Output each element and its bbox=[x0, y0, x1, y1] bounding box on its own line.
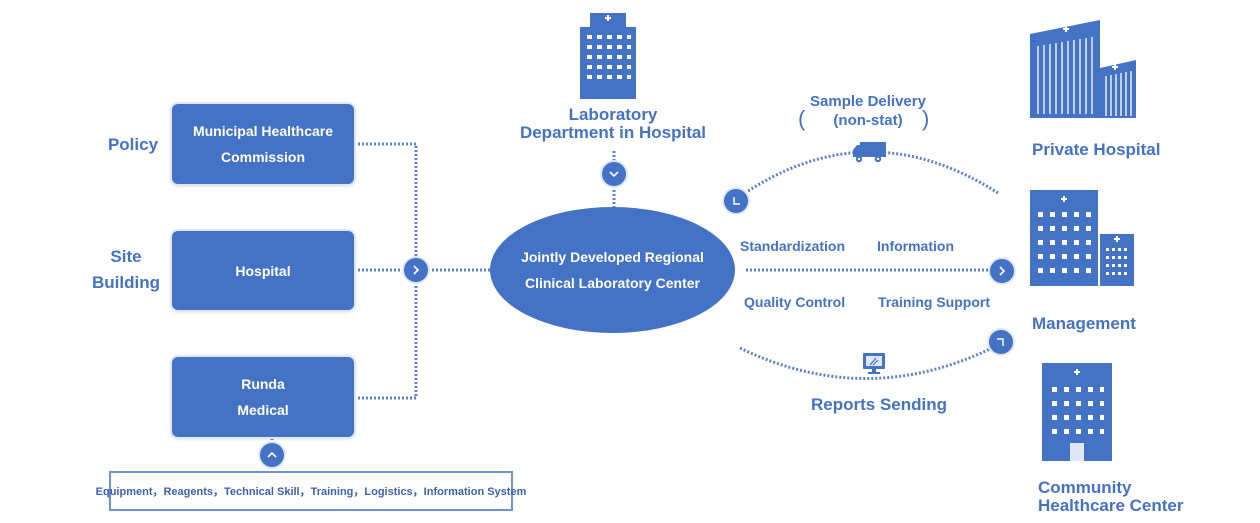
chevron-up-circle bbox=[260, 443, 284, 467]
site-label-line2: Building bbox=[92, 273, 160, 292]
community-line2: Healthcare Center bbox=[1038, 496, 1184, 515]
monitor-icon bbox=[863, 353, 885, 374]
center-line2: Clinical Laboratory Center bbox=[524, 275, 701, 291]
chevron-right-circle-left bbox=[404, 258, 428, 282]
service-training-support: Training Support bbox=[878, 294, 990, 310]
regional-lab-center: Jointly Developed Regional Clinical Labo… bbox=[490, 207, 735, 333]
runda-medical-box: Runda Medical bbox=[172, 357, 354, 437]
hospital-building-icon bbox=[1030, 190, 1134, 286]
chevron-up-icon bbox=[267, 451, 277, 458]
hospital-building-icon bbox=[1042, 363, 1112, 461]
lab-dept-line1: Laboratory bbox=[568, 105, 658, 124]
truck-icon bbox=[853, 142, 886, 163]
center-line1: Jointly Developed Regional bbox=[521, 249, 704, 265]
chevron-right-circle-right bbox=[990, 259, 1014, 283]
chevron-right-icon bbox=[413, 265, 420, 275]
municipal-commission-box: Municipal Healthcare Commission bbox=[172, 104, 354, 184]
connector-runda bbox=[354, 282, 418, 400]
municipal-line1: Municipal Healthcare bbox=[192, 123, 334, 139]
service-quality-control: Quality Control bbox=[744, 294, 846, 310]
paren-open: ( bbox=[798, 106, 806, 131]
runda-line2: Medical bbox=[237, 402, 289, 418]
connector-municipal bbox=[354, 142, 418, 270]
sample-delivery-line1: Sample Delivery bbox=[810, 93, 926, 110]
community-line1: Community bbox=[1038, 478, 1132, 497]
management-label: Management bbox=[1032, 314, 1136, 333]
chevron-right-icon bbox=[999, 266, 1006, 276]
policy-label: Policy bbox=[107, 135, 159, 154]
paren-close: ) bbox=[922, 106, 930, 131]
arc-reports-sending bbox=[739, 344, 997, 380]
service-information: Information bbox=[877, 238, 954, 254]
arc-end-circle-right bbox=[989, 330, 1013, 354]
hospital-building-icon bbox=[1030, 20, 1136, 118]
corner-arrow-icon bbox=[733, 197, 740, 205]
chevron-down-circle bbox=[602, 162, 626, 186]
hospital-building-icon bbox=[580, 13, 636, 99]
sample-delivery-line2: (non-stat) bbox=[833, 112, 903, 129]
corner-arrow-icon bbox=[997, 338, 1004, 346]
chevron-down-icon bbox=[609, 171, 619, 178]
hospital-label: Hospital bbox=[235, 262, 291, 279]
private-hospital-label: Private Hospital bbox=[1032, 140, 1161, 159]
lab-dept-line2: Department in Hospital bbox=[519, 123, 707, 142]
site-label-line1: Site bbox=[110, 247, 142, 266]
hospital-box: Hospital bbox=[172, 231, 354, 310]
arc-end-circle-left bbox=[724, 189, 748, 213]
equipment-box: Equipment，Reagents，Technical Skill，Train… bbox=[96, 471, 526, 511]
service-standardization: Standardization bbox=[740, 238, 846, 254]
reports-sending-label: Reports Sending bbox=[810, 395, 947, 414]
runda-line1: Runda bbox=[241, 376, 285, 392]
municipal-line2: Commission bbox=[220, 149, 305, 165]
